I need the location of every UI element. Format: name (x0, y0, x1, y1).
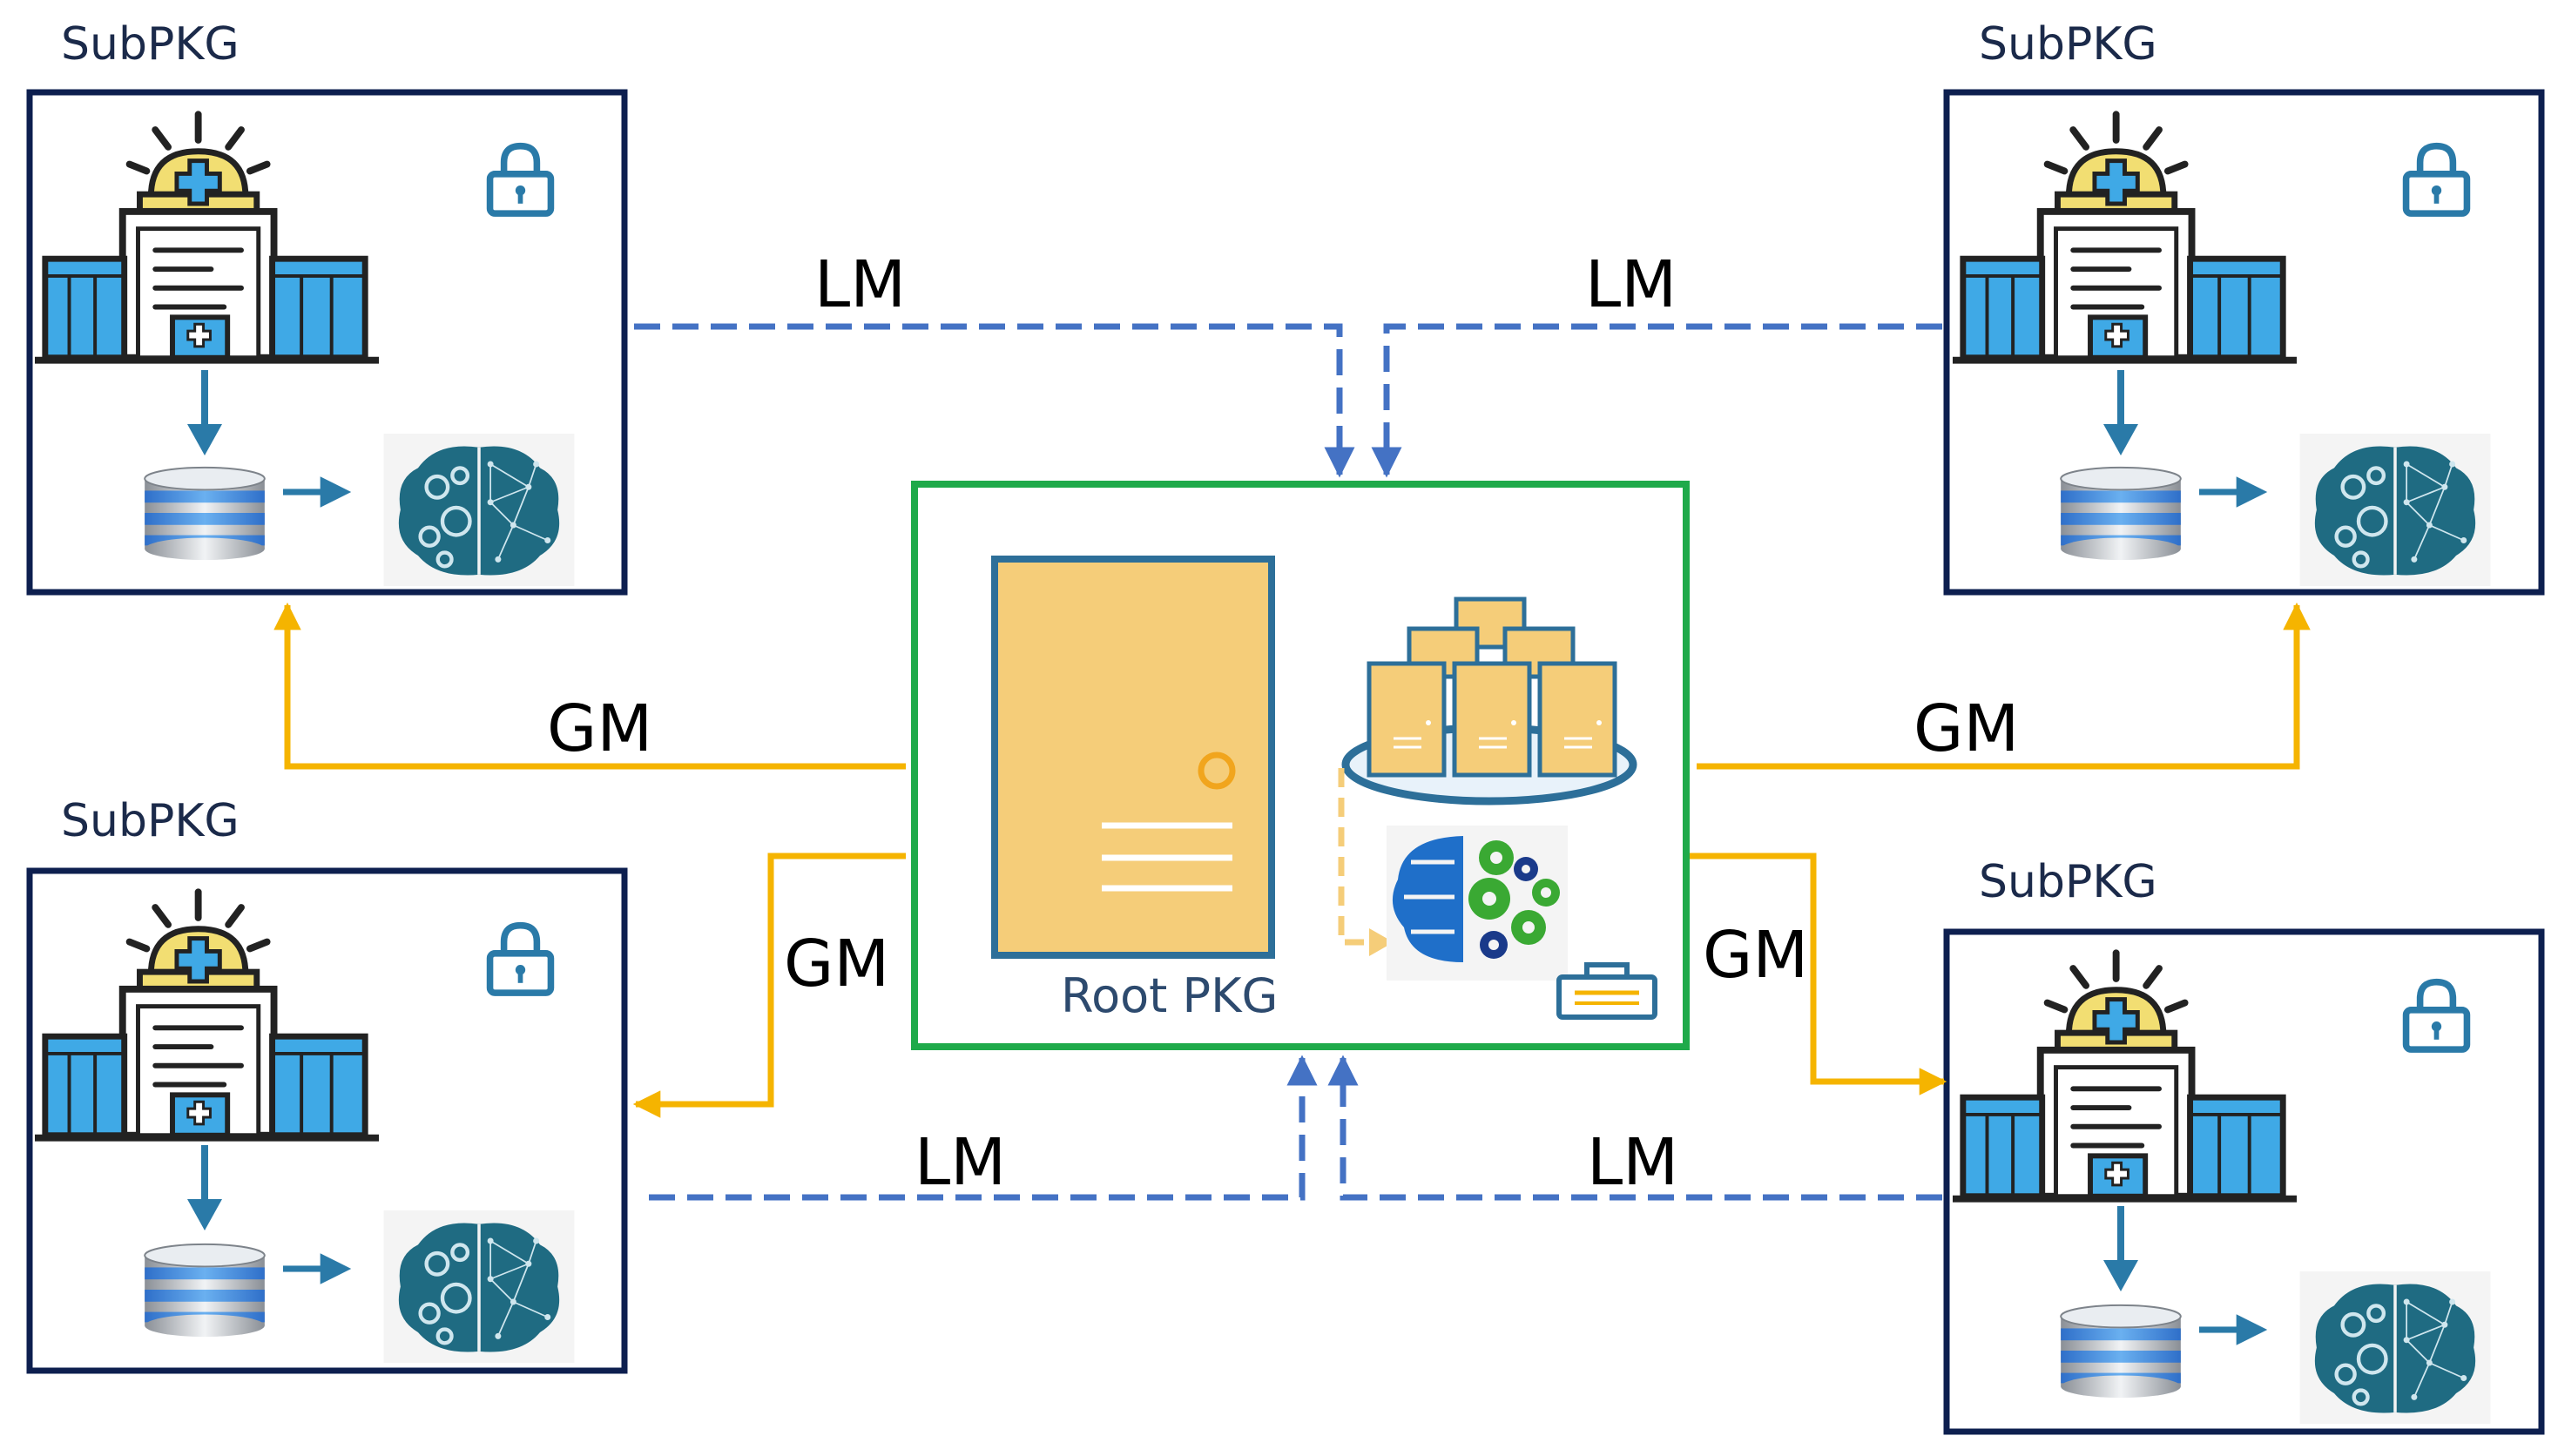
gm-label: GM (784, 927, 889, 1001)
subpkg-label: SubPKG (61, 795, 240, 847)
gm-link-top-left (273, 602, 906, 770)
subpkg-label: SubPKG (1979, 856, 2157, 908)
server-cluster-icon (1341, 597, 1637, 806)
lm-label: LM (1587, 1125, 1678, 1200)
gm-link-bottom-right (1690, 853, 1947, 1095)
internal-arrow-head (1369, 928, 1394, 956)
gm-label: GM (1913, 691, 2019, 766)
lm-link-bottom-left (649, 1055, 1318, 1201)
database-icon (2042, 462, 2199, 564)
gm-link-bottom-left (632, 853, 906, 1118)
hospital-icon (35, 104, 379, 370)
brain-icon (2300, 434, 2491, 586)
gm-link-top-right (1697, 602, 2311, 770)
hospital-icon (1953, 104, 2297, 370)
database-icon (126, 462, 283, 564)
ai-gear-icon (1387, 826, 1568, 981)
lm-label: LM (915, 1125, 1006, 1200)
lm-links (634, 323, 1942, 1201)
lm-link-bottom-right (1327, 1055, 1942, 1201)
subpkg-bottom-left: SubPKG (26, 795, 628, 1374)
hospital-icon (35, 881, 379, 1148)
toolbox-icon (1556, 962, 1657, 1020)
door-icon (991, 556, 1275, 959)
brain-icon (384, 434, 575, 586)
link-labels: LM LM LM LM GM GM GM GM (547, 247, 2019, 1200)
lm-link-top-right (1371, 323, 1942, 478)
database-icon (2042, 1299, 2199, 1402)
lm-label: LM (814, 247, 906, 322)
subpkg-bottom-right: SubPKG (1943, 856, 2545, 1435)
subpkg-label: SubPKG (61, 18, 240, 71)
gm-label: GM (547, 691, 652, 766)
root-pkg-label: Root PKG (1061, 968, 1278, 1023)
brain-icon (384, 1210, 575, 1363)
gm-label: GM (1703, 918, 1808, 993)
lm-link-top-left (634, 323, 1355, 478)
internal-arrow (1338, 768, 1374, 946)
root-pkg: Root PKG (911, 481, 1690, 1050)
lm-label: LM (1585, 247, 1677, 322)
database-icon (126, 1238, 283, 1341)
subpkg-label: SubPKG (1979, 18, 2157, 71)
brain-icon (2300, 1271, 2491, 1424)
subpkg-top-right: SubPKG (1943, 18, 2545, 596)
gm-links (273, 602, 2311, 1118)
subpkg-top-left: SubPKG (26, 18, 628, 596)
hospital-icon (1953, 942, 2297, 1209)
